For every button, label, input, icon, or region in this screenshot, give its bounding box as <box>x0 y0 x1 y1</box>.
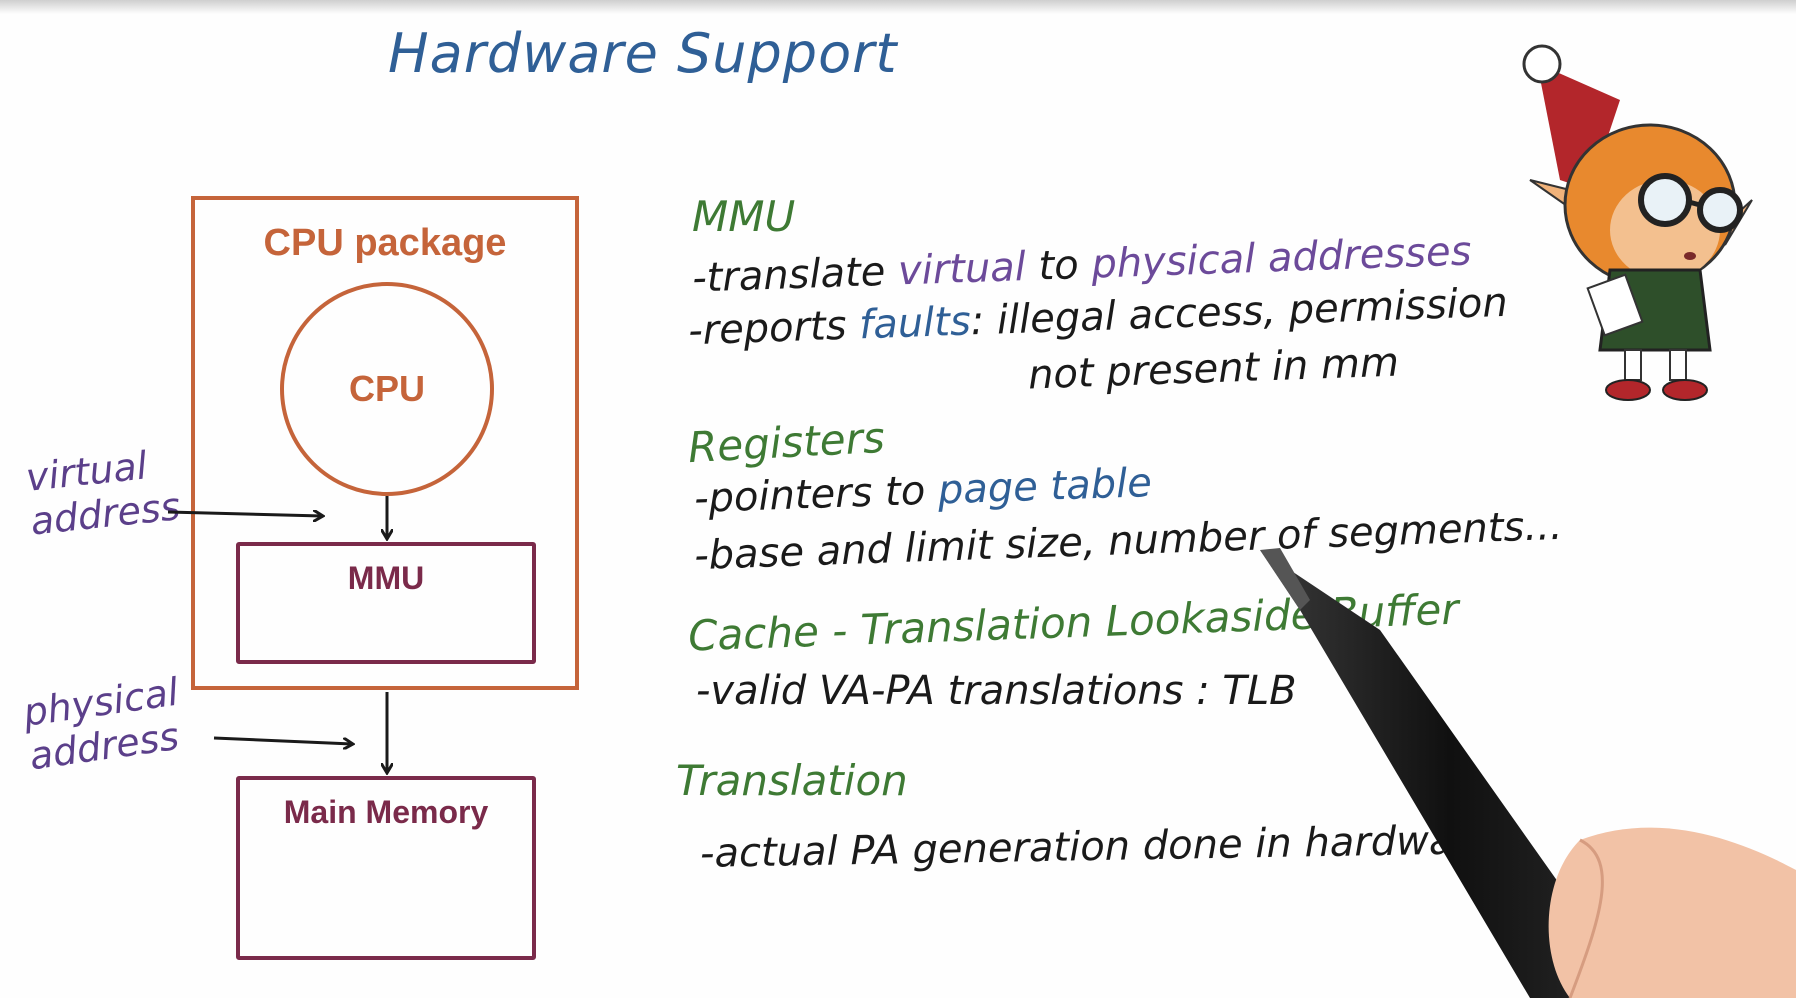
mmu-line-1-prefix: -translate <box>691 248 899 302</box>
mmu-line-2-prefix: -reports <box>687 302 860 355</box>
mmu-box: MMU <box>236 542 536 664</box>
page-title: Hardware Support <box>388 22 898 85</box>
cpu-label: CPU <box>348 368 425 409</box>
main-memory-label: Main Memory <box>283 794 489 830</box>
mmu-heading: MMU <box>692 192 796 241</box>
registers-heading: Registers <box>686 412 886 473</box>
registers-line-1-prefix: -pointers to <box>693 467 939 522</box>
cpu-package-box: CPU package <box>191 196 579 690</box>
marker-pen-icon <box>1260 548 1796 998</box>
cpu-package-label: CPU package <box>263 222 507 264</box>
translation-heading: Translation <box>676 756 908 805</box>
elf-character-icon <box>1522 44 1753 401</box>
cpu-circle: CPU <box>280 282 494 496</box>
faults-word: faults <box>858 298 972 349</box>
virtual-address-arrow <box>167 512 322 516</box>
mmu-label: MMU <box>347 560 425 596</box>
main-memory-box: Main Memory <box>236 776 536 960</box>
virtual-word: virtual <box>897 243 1027 295</box>
page-table-word: page table <box>937 460 1153 514</box>
cache-line-1: -valid VA-PA translations : TLB <box>696 668 1297 714</box>
to-word: to <box>1025 241 1093 290</box>
physical-address-arrow <box>213 736 352 744</box>
top-shadow <box>0 0 1796 14</box>
